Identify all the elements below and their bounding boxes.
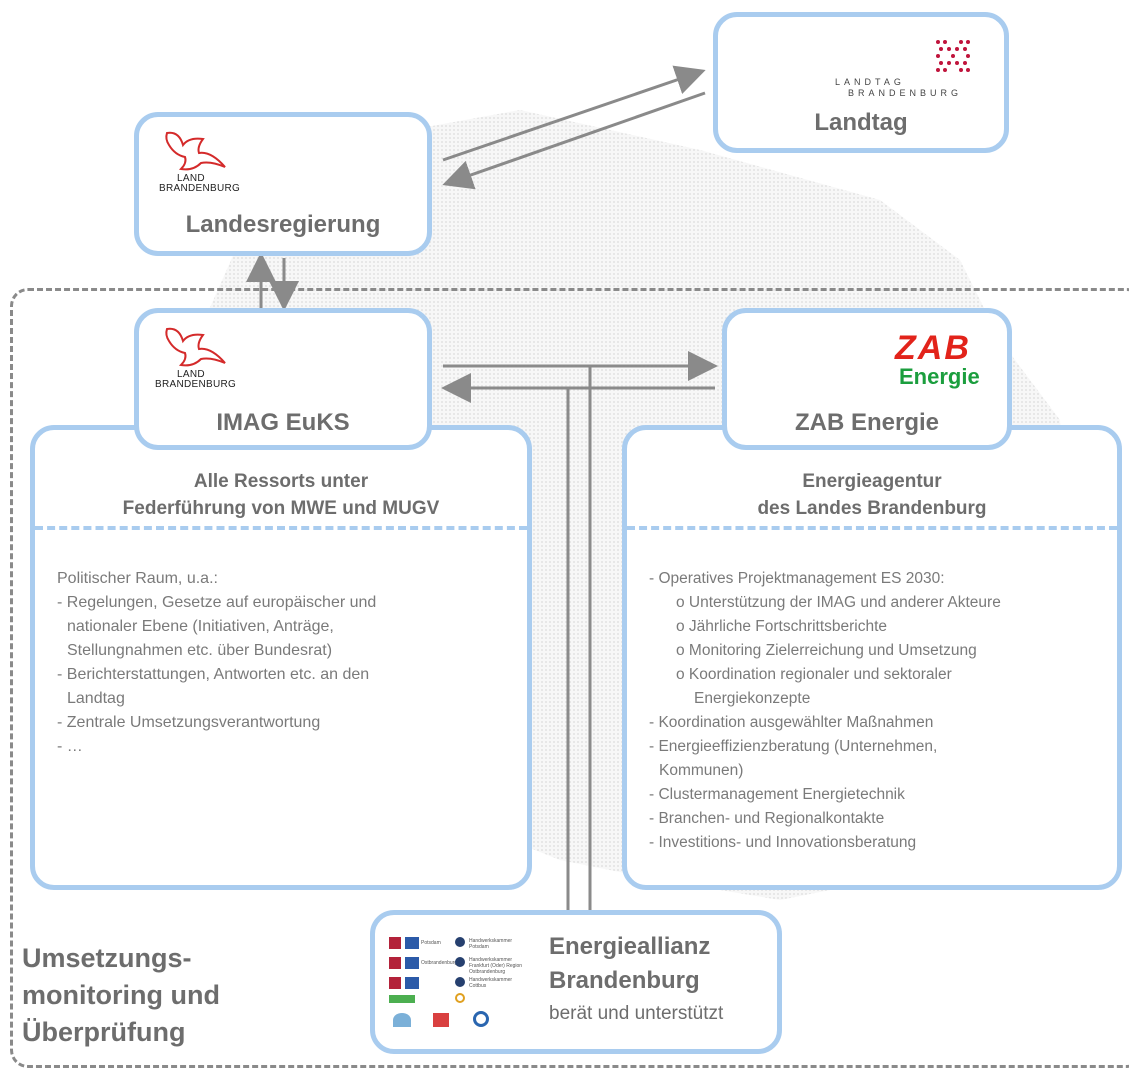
partner-label: Handwerkskammer Potsdam xyxy=(469,938,513,950)
list-item: o Koordination regionaler und sektoraler xyxy=(676,666,952,683)
list-item: - … xyxy=(57,738,83,755)
landtag-dots-logo xyxy=(936,40,970,72)
allianz-title-line1: Energieallianz xyxy=(549,933,711,960)
partner-label: Ostbrandenburg xyxy=(421,960,458,966)
imag-panel-heading-line1: Alle Ressorts unter xyxy=(193,471,369,492)
landtag-logo-line1: LANDTAG xyxy=(835,77,905,87)
imag-box: LAND BRANDENBURG IMAG EuKS xyxy=(134,308,432,450)
zab-panel-divider xyxy=(627,526,1117,530)
list-item: - Investitions- und Innovationsberatung xyxy=(649,834,917,851)
list-item: - Regelungen, Gesetze auf europäischer u… xyxy=(57,594,377,611)
zab-panel-heading-line1: Energieagentur xyxy=(802,471,942,492)
zab-panel-heading-line2: des Landes Brandenburg xyxy=(757,498,987,519)
monitoring-label-line3: Überprüfung xyxy=(22,1017,186,1047)
list-item: Kommunen) xyxy=(659,762,744,779)
list-item: Landtag xyxy=(67,690,125,707)
eagle-logo xyxy=(165,131,226,171)
zab-panel: Energieagentur des Landes Brandenburg - … xyxy=(622,425,1122,890)
imag-logo-line2: BRANDENBURG xyxy=(155,379,237,390)
partner-label: Handwerkskammer Frankfurt (Oder) Region … xyxy=(469,957,523,975)
list-item: o Monitoring Zielerreichung und Umsetzun… xyxy=(676,642,977,659)
partner-label: Handwerkskammer Cottbus xyxy=(469,977,513,989)
arrow-landtag-to-landesregierung xyxy=(442,91,706,190)
imag-panel-divider xyxy=(35,526,527,530)
imag-item-list: Politischer Raum, u.a.: - Regelungen, Ge… xyxy=(57,567,376,759)
list-item: o Jährliche Fortschrittsberichte xyxy=(676,618,888,635)
list-item: o Unterstützung der IMAG und anderer Akt… xyxy=(676,594,1001,611)
zab-box: ZAB Energie ZAB Energie xyxy=(722,308,1012,450)
zab-logo-wordmark: ZAB xyxy=(895,329,971,367)
partner-label: Potsdam xyxy=(421,940,441,946)
zab-title: ZAB Energie xyxy=(794,409,940,436)
allianz-title-line2: Brandenburg xyxy=(549,967,700,994)
landesregierung-logo-line1: LAND xyxy=(177,173,205,184)
list-item: - Berichterstattungen, Antworten etc. an… xyxy=(57,666,370,683)
list-item: - Koordination ausgewählter Maßnahmen xyxy=(649,714,934,731)
landtag-logo-line2: BRANDENBURG xyxy=(848,88,963,98)
imag-panel: Alle Ressorts unter Federführung von MWE… xyxy=(30,425,532,890)
list-item: nationaler Ebene (Initiativen, Anträge, xyxy=(67,618,334,635)
imag-title: IMAG EuKS xyxy=(216,409,350,436)
landtag-title: Landtag xyxy=(814,109,908,136)
zab-item-list: - Operatives Projektmanagement ES 2030: … xyxy=(649,567,1001,855)
monitoring-label-line1: Umsetzungs- xyxy=(22,943,192,973)
list-item: - Zentrale Umsetzungsverantwortung xyxy=(57,714,321,731)
monitoring-label: Umsetzungs- monitoring und Überprüfung xyxy=(22,940,220,1051)
list-item: Energiekonzepte xyxy=(694,690,811,707)
list-item: - Branchen- und Regionalkontakte xyxy=(649,810,885,827)
allianz-subtitle: berät und unterstützt xyxy=(549,1003,724,1024)
energieallianz-box: Potsdam Ostbrandenburg Handwerkskammer P… xyxy=(370,910,782,1054)
partner-logos: Potsdam Ostbrandenburg Handwerkskammer P… xyxy=(389,937,529,1037)
imag-panel-heading-line2: Federführung von MWE und MUGV xyxy=(122,498,440,519)
list-item: - Operatives Projektmanagement ES 2030: xyxy=(649,570,945,587)
eagle-logo xyxy=(165,327,226,367)
arrow-landesregierung-to-landtag xyxy=(442,65,706,162)
list-item: Stellungnahmen etc. über Bundesrat) xyxy=(67,642,333,659)
imag-logo-line1: LAND xyxy=(177,369,205,380)
monitoring-label-line2: monitoring und xyxy=(22,980,220,1010)
zab-logo-energie: Energie xyxy=(899,364,980,389)
landesregierung-title: Landesregierung xyxy=(185,211,381,238)
list-item: - Clustermanagement Energietechnik xyxy=(649,786,905,803)
landesregierung-box: LAND BRANDENBURG Landesregierung xyxy=(134,112,432,256)
landesregierung-logo-line2: BRANDENBURG xyxy=(159,183,241,194)
list-item: - Energieeffizienzberatung (Unternehmen, xyxy=(649,738,938,755)
landtag-box: LANDTAG BRANDENBURG Landtag xyxy=(713,12,1009,153)
list-item: Politischer Raum, u.a.: xyxy=(57,570,218,587)
